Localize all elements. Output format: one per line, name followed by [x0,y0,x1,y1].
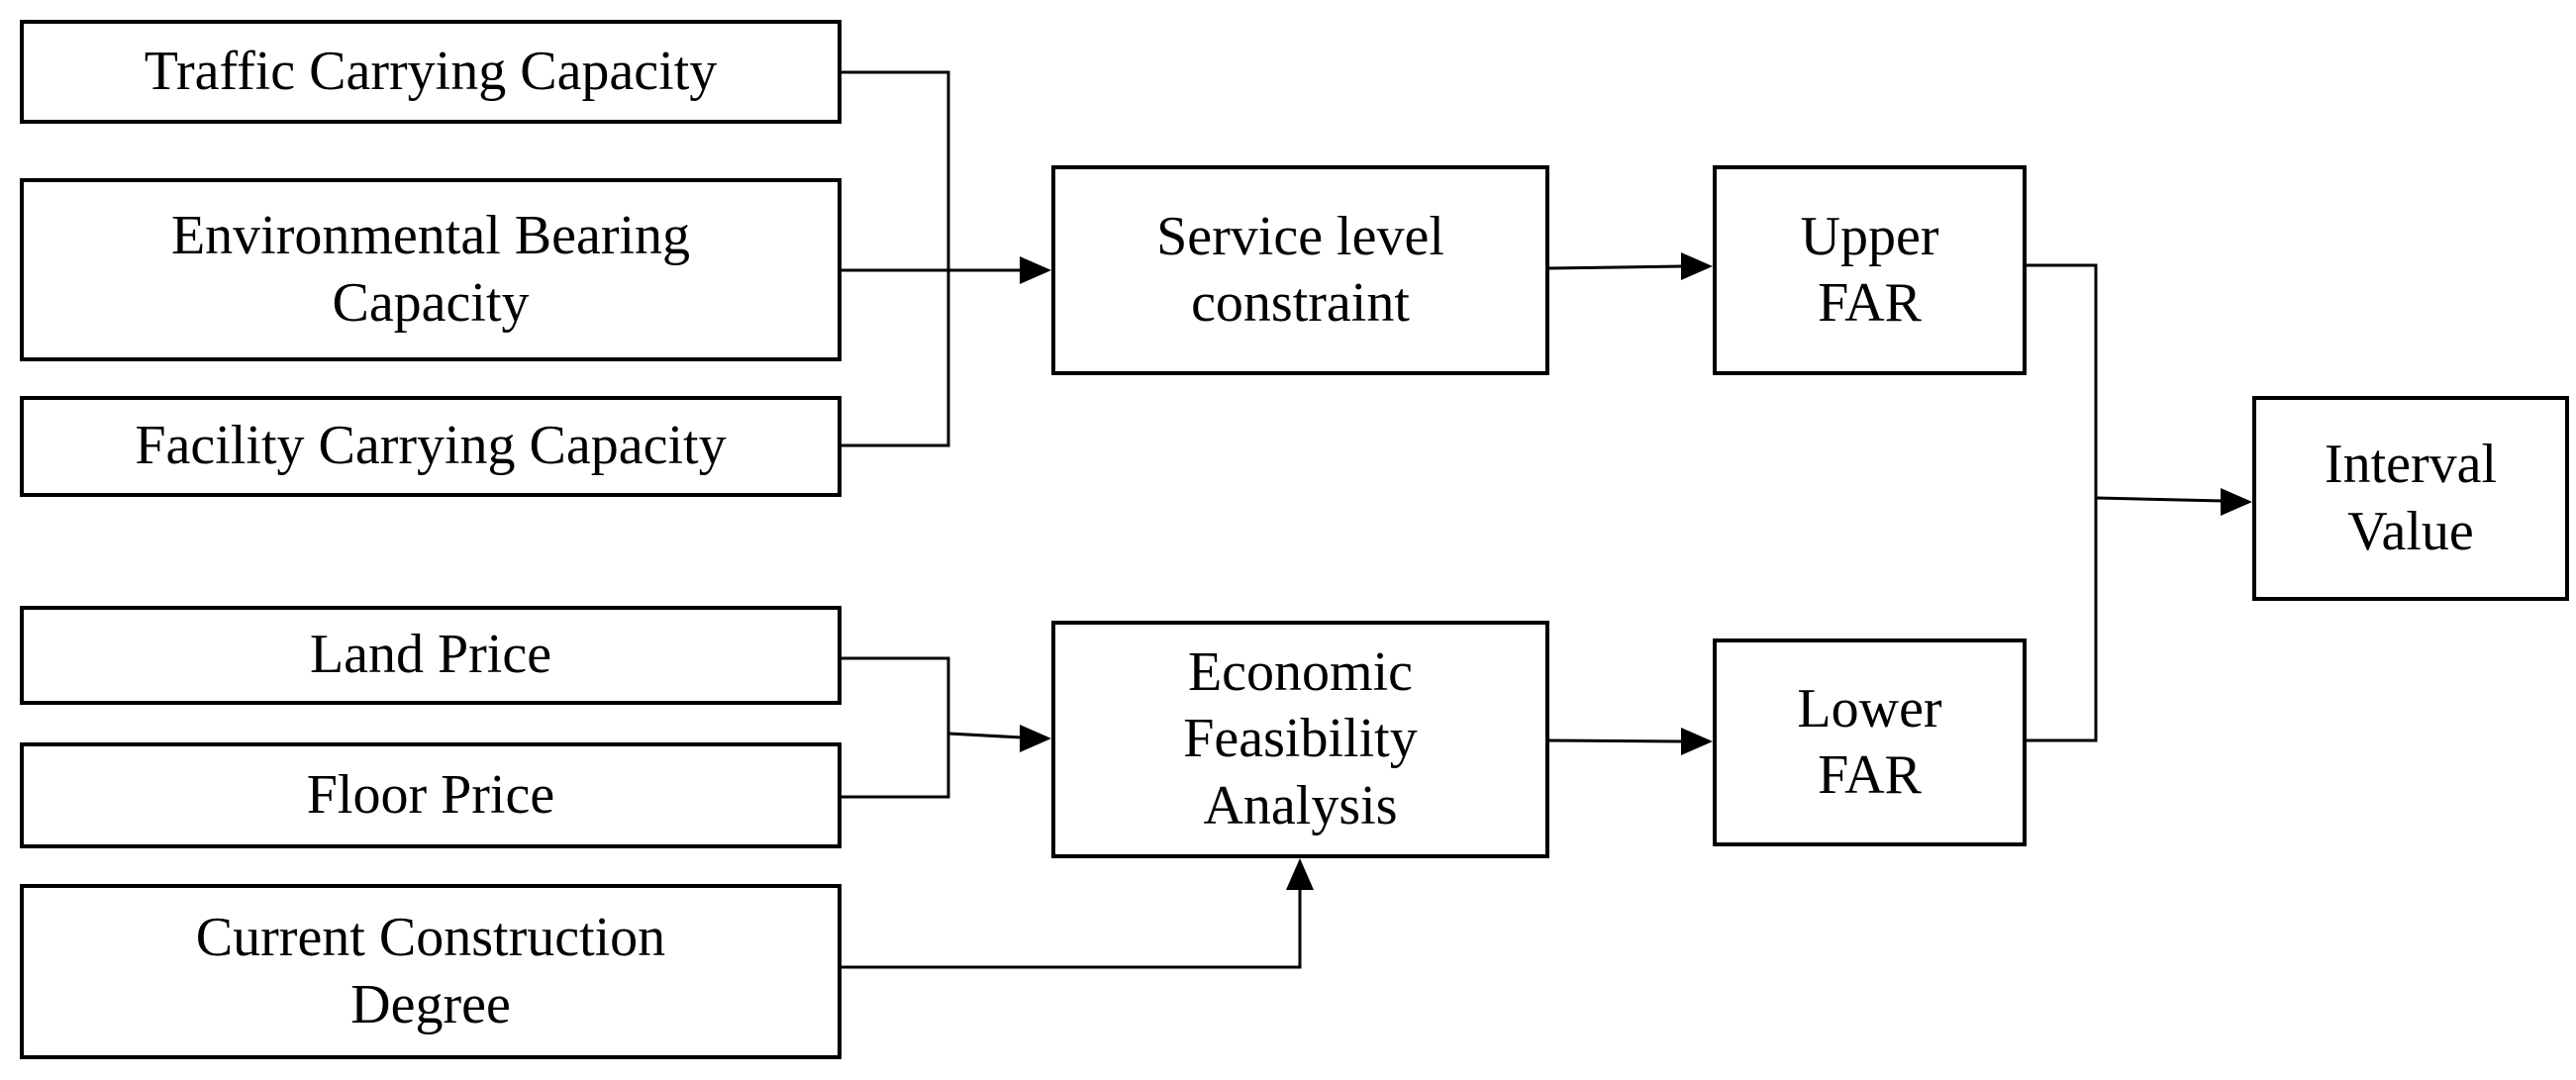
node-label: Current Construction Degree [195,907,666,1035]
edge-merge-to-economic [947,732,1023,739]
edge-economic-to-lower [1548,738,1684,743]
arrowhead-economic-icon [1020,725,1051,752]
arrowhead-service-icon [1020,256,1051,284]
node-label: Service level constraint [1156,205,1444,334]
edge-current-to-economic [842,888,1302,969]
edge-merge-to-interval [2095,496,2224,503]
node-lower-far: Lower FAR [1713,638,2027,846]
node-label: Traffic Carrying Capacity [144,40,718,102]
node-label: Land Price [309,624,552,686]
edge-land-floor-to-economic [842,656,950,799]
arrowhead-economic-bottom-icon [1286,858,1314,890]
edge-upper-lower-merge [2027,263,2098,742]
node-floor-price: Floor Price [20,742,842,848]
node-land-price: Land Price [20,606,842,705]
node-label: Facility Carrying Capacity [135,415,727,477]
node-label: Floor Price [306,763,555,826]
edge-service-to-upper [1548,264,1684,270]
node-environmental-bearing-capacity: Environmental Bearing Capacity [20,178,842,361]
node-label: Interval Value [2324,434,2498,562]
node-interval-value: Interval Value [2252,396,2569,601]
arrowhead-interval-icon [2221,488,2252,516]
arrowhead-upper-icon [1681,252,1713,280]
node-label: Economic Feasibility Analysis [1183,641,1418,836]
node-label: Upper FAR [1800,205,1939,334]
node-economic-feasibility-analysis: Economic Feasibility Analysis [1051,621,1549,858]
arrowhead-lower-icon [1681,728,1713,755]
node-current-construction-degree: Current Construction Degree [20,884,842,1059]
node-service-level-constraint: Service level constraint [1051,165,1549,375]
edge-traffic-to-service [842,70,950,447]
node-label: Environmental Bearing Capacity [170,205,691,334]
node-upper-far: Upper FAR [1713,165,2027,375]
node-traffic-carrying-capacity: Traffic Carrying Capacity [20,20,842,124]
node-facility-carrying-capacity: Facility Carrying Capacity [20,396,842,497]
node-label: Lower FAR [1797,677,1942,806]
